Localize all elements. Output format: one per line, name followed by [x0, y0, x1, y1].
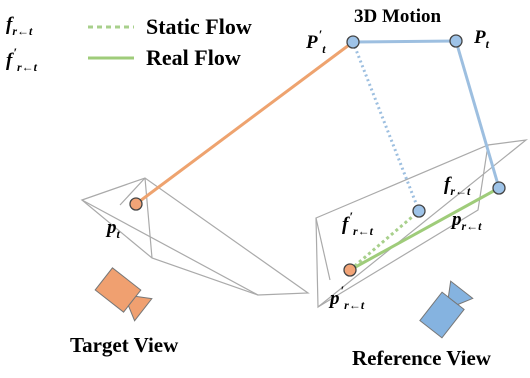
f-label: fr←t	[444, 174, 471, 198]
motion-line	[352, 39, 457, 44]
target-camera-icon	[94, 267, 153, 322]
p-r-label: pr←t	[452, 209, 482, 233]
reference-camera-icon	[419, 280, 474, 339]
reference-ray-real	[454, 40, 501, 189]
reference-ray-static	[351, 41, 421, 212]
legend-static-flow-symbol: fr←t	[6, 14, 33, 38]
legend-real-flow-symbol: f′r←t	[6, 45, 37, 74]
p-t-label: pt	[107, 217, 120, 241]
p-prime-r-label: p′r←t	[330, 283, 365, 312]
target-view-caption: Target View	[70, 333, 179, 357]
target-frustum	[80, 177, 310, 296]
P-t-label: Pt	[474, 27, 489, 51]
real-flow-line	[349, 186, 500, 272]
p-prime-t-label: P′t	[306, 27, 326, 56]
reference-view-caption: Reference View	[352, 346, 491, 370]
p-prime-r-point	[343, 263, 357, 277]
target-ray	[135, 40, 354, 206]
p-t-point	[129, 197, 143, 211]
f-prime-point	[412, 204, 426, 218]
p-prime-t-point	[346, 35, 360, 49]
legend-static-flow-label: Static Flow	[146, 14, 252, 39]
legend-real-flow-label: Real Flow	[146, 45, 241, 70]
motion-title: 3D Motion	[354, 6, 442, 27]
f-point	[492, 181, 506, 195]
reference-frustum	[315, 139, 529, 309]
P-t-point	[449, 34, 463, 48]
f-prime-label: f′r←t	[342, 209, 373, 238]
